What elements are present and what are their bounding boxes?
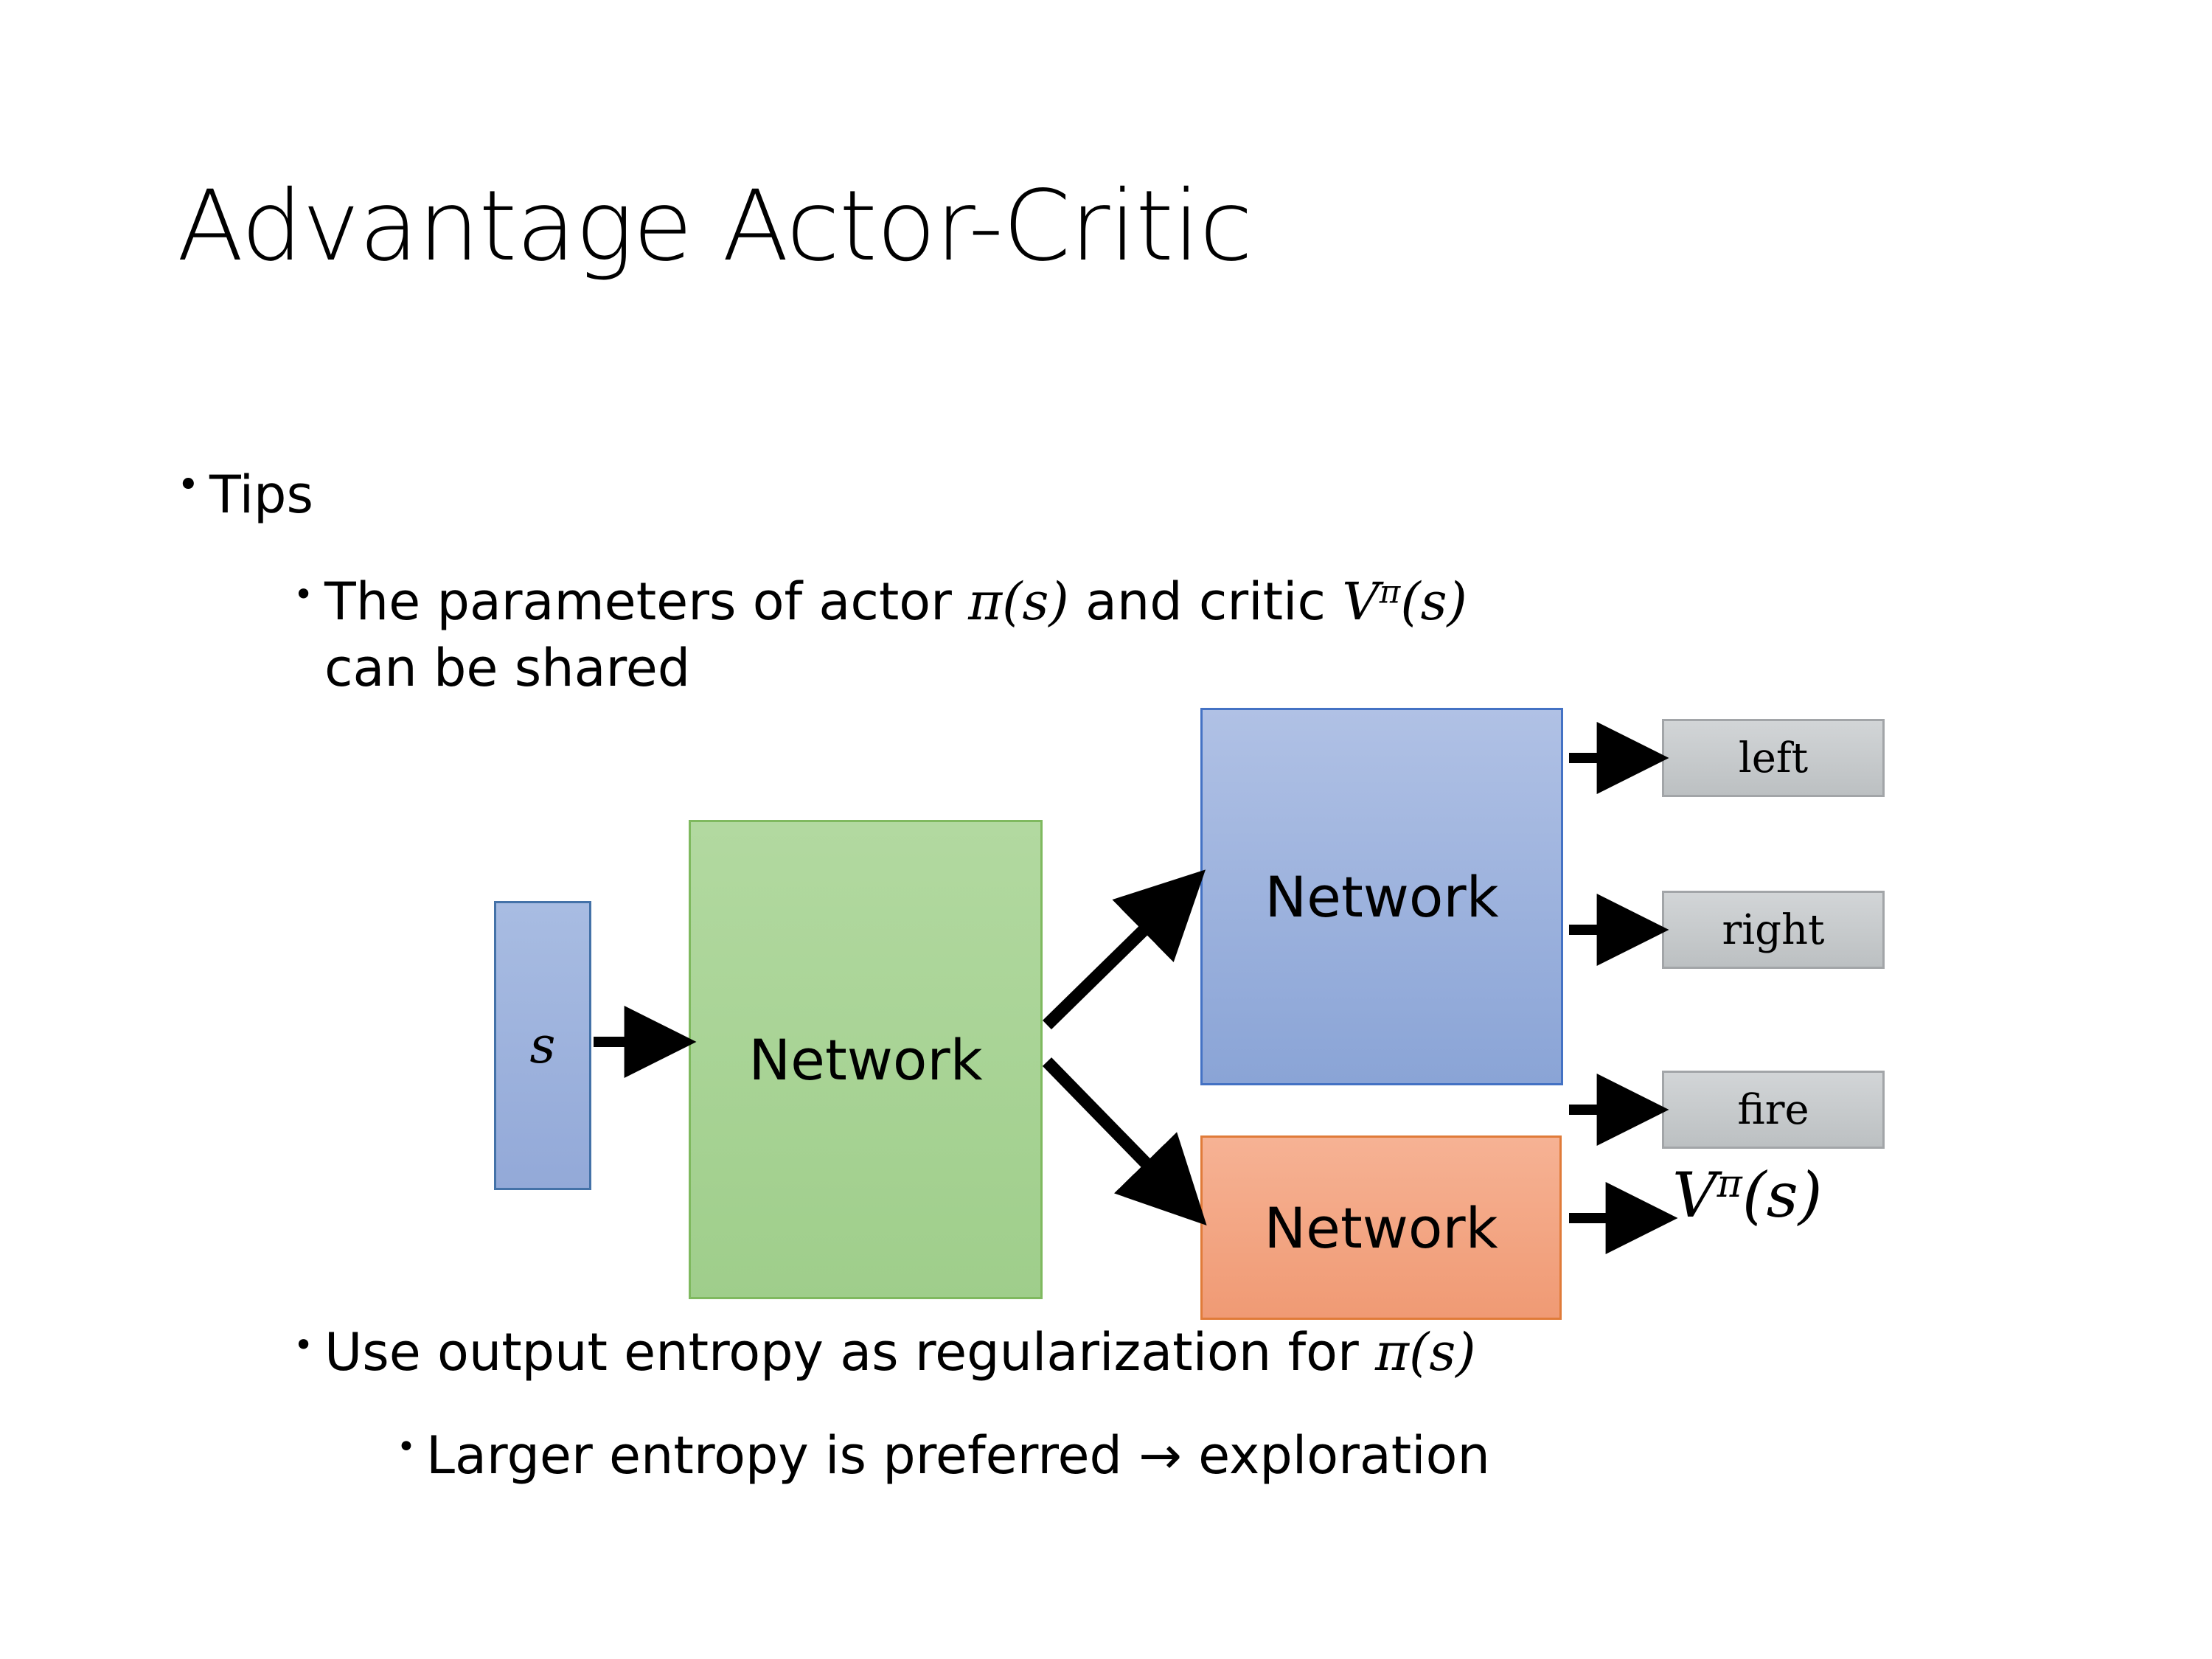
actor-network-box: Network — [1200, 708, 1563, 1085]
action-label-right: right — [1722, 905, 1825, 954]
entropy-policy-math: π(s) — [1375, 1322, 1476, 1382]
bullet-shared-parameters-body: The parameters of actor π(s) and critic … — [324, 569, 1467, 701]
actor-network-label: Network — [1265, 863, 1499, 930]
critic-value-math: Vπ(s) — [1342, 571, 1467, 632]
bullet-marker-icon: • — [397, 1428, 416, 1466]
shared-text-part1: The parameters of actor — [324, 571, 969, 632]
action-box-left: left — [1662, 719, 1885, 797]
bullet-exploration: • Larger entropy is preferred → explorat… — [397, 1423, 1490, 1489]
action-label-left: left — [1738, 734, 1809, 782]
actor-policy-math: π(s) — [968, 571, 1069, 632]
bullet-exploration-label: Larger entropy is preferred → exploratio… — [426, 1425, 1490, 1486]
critic-network-label: Network — [1264, 1194, 1498, 1261]
bullet-marker-icon: • — [293, 1325, 314, 1365]
bullet-entropy-body: Use output entropy as regularization for… — [324, 1320, 1476, 1386]
shared-network-box: Network — [689, 820, 1043, 1299]
value-base: V — [1672, 1159, 1717, 1231]
shared-network-label: Network — [748, 1026, 983, 1093]
page-title: Advantage Actor-Critic — [177, 170, 1253, 283]
value-exponent: π — [1717, 1161, 1742, 1206]
arrow-shared-to-actor — [1043, 869, 1206, 1030]
entropy-text: Use output entropy as regularization for — [324, 1322, 1375, 1382]
critic-network-box: Network — [1200, 1135, 1562, 1320]
bullet-tips-label: Tips — [209, 465, 313, 525]
critic-value-exponent: π — [1379, 574, 1401, 611]
bullet-marker-icon: • — [177, 463, 200, 507]
critic-value-arg: (s) — [1400, 571, 1467, 632]
shared-text-line2: can be shared — [324, 637, 691, 698]
bullet-entropy-regularization: • Use output entropy as regularization f… — [293, 1320, 1476, 1386]
action-box-fire: fire — [1662, 1071, 1885, 1149]
critic-value-base: V — [1342, 571, 1380, 632]
shared-text-part2: and critic — [1068, 571, 1343, 632]
action-label-fire: fire — [1737, 1085, 1809, 1134]
arrow-shared-to-critic — [1042, 1057, 1207, 1226]
action-box-right: right — [1662, 891, 1885, 969]
bullet-shared-parameters: • The parameters of actor π(s) and criti… — [293, 569, 1547, 701]
value-function-output: Vπ(s) — [1672, 1159, 1823, 1231]
state-symbol: s — [529, 1016, 556, 1075]
state-input-box: s — [494, 901, 591, 1190]
bullet-marker-icon: • — [293, 574, 314, 614]
value-arg: (s) — [1742, 1159, 1823, 1231]
bullet-tips: • Tips — [177, 463, 313, 526]
